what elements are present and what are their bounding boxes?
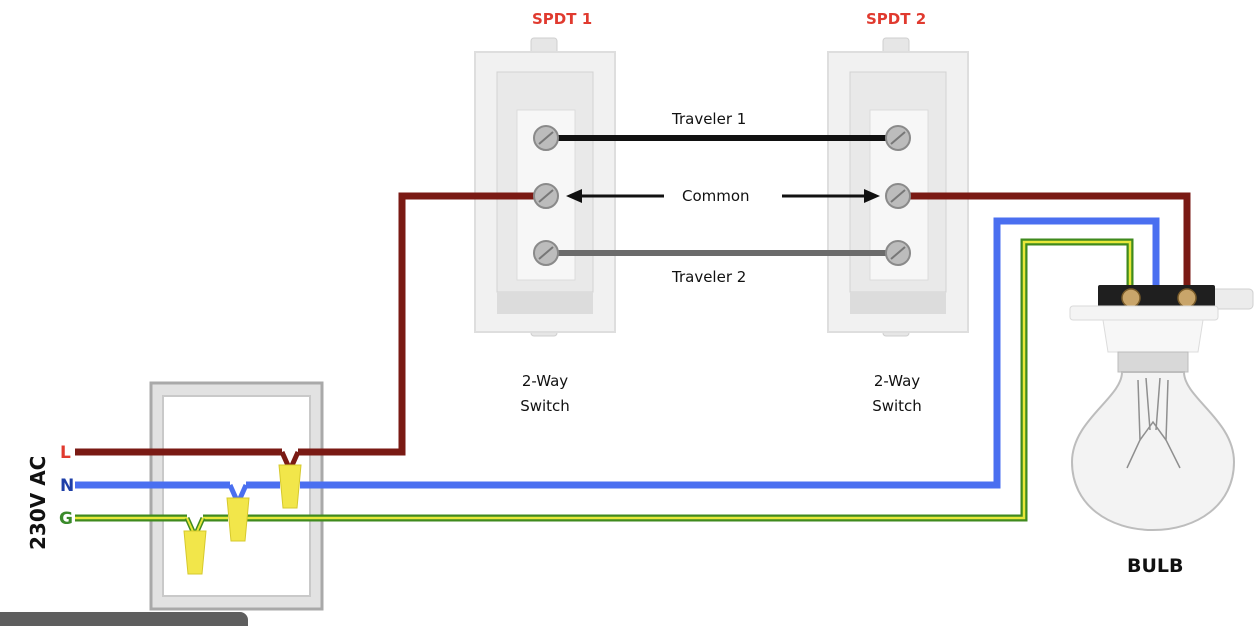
arrow-left-icon [566,189,582,203]
supply-line-label: L [60,443,71,463]
switch-1-caption-line2: Switch [520,397,570,415]
supply-ground-label: G [59,509,73,529]
wire-nuts [183,450,302,575]
switch-1-terminals [533,125,559,266]
common-arrows [566,189,880,203]
supply-voltage-label: 230V AC [26,456,50,550]
wire-ground [75,238,1134,522]
wire-neutral [75,217,1160,489]
horizontal-scrollbar[interactable] [0,612,248,626]
traveler-2-label: Traveler 2 [671,268,746,286]
switch-1-caption-line1: 2-Way [522,372,568,390]
supply-neutral-label: N [60,476,74,496]
switch-2-terminals [885,125,911,266]
bulb-label: BULB [1127,555,1184,577]
wire-line [75,192,1191,456]
switch-2-title: SPDT 2 [866,10,926,28]
arrow-right-icon [864,189,880,203]
switch-1-title: SPDT 1 [532,10,592,28]
switch-2-caption-line2: Switch [872,397,922,415]
switch-2-caption-line1: 2-Way [874,372,920,390]
common-label: Common [682,187,750,205]
bulb [1069,285,1254,532]
traveler-1-label: Traveler 1 [671,110,746,128]
